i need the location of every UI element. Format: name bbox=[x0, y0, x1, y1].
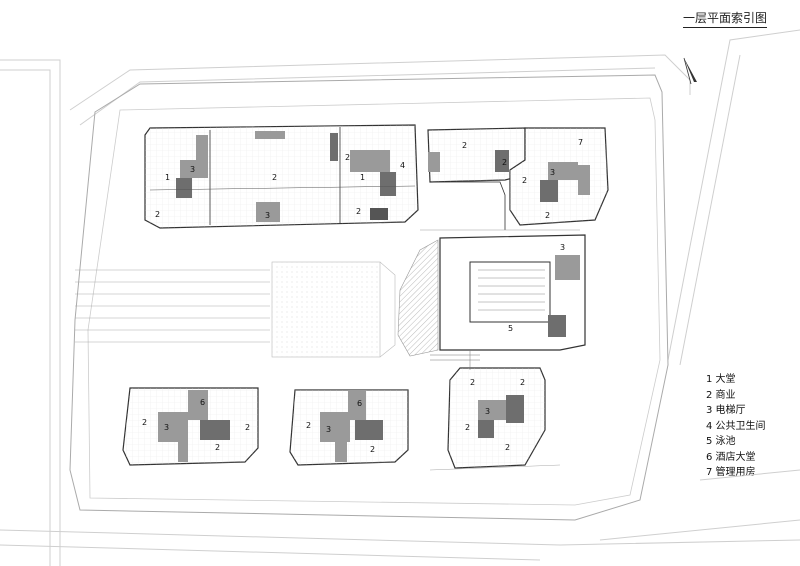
svg-text:2: 2 bbox=[470, 378, 475, 387]
legend-item-public-restroom: 4 公共卫生间 bbox=[706, 420, 766, 432]
svg-text:3: 3 bbox=[485, 407, 490, 416]
site-context bbox=[0, 29, 800, 566]
landscape-plaza bbox=[271, 261, 381, 358]
block-north-east: 7 2 3 2 bbox=[509, 127, 609, 226]
svg-text:3: 3 bbox=[560, 243, 565, 252]
svg-text:2: 2 bbox=[356, 207, 361, 216]
svg-text:2: 2 bbox=[520, 378, 525, 387]
block-north-middle: 2 2 bbox=[427, 127, 526, 183]
plaza-canopy bbox=[397, 239, 439, 357]
svg-text:2: 2 bbox=[370, 445, 375, 454]
svg-text:2: 2 bbox=[465, 423, 470, 432]
legend-item-elevator-hall: 3 电梯厅 bbox=[706, 405, 746, 416]
svg-text:2: 2 bbox=[545, 211, 550, 220]
svg-text:1: 1 bbox=[165, 173, 170, 182]
legend-item-management: 7 管理用房 bbox=[706, 467, 756, 478]
svg-text:6: 6 bbox=[357, 399, 362, 408]
legend: 1 大堂 2 商业 3 电梯厅 4 公共卫生间 5 泳池 6 酒店大堂 7 管理… bbox=[706, 372, 766, 481]
svg-text:3: 3 bbox=[326, 425, 331, 434]
svg-text:2: 2 bbox=[142, 418, 147, 427]
svg-text:3: 3 bbox=[164, 423, 169, 432]
legend-item-pool: 5 泳池 bbox=[706, 436, 736, 447]
parking-ramp bbox=[75, 269, 270, 343]
svg-text:2: 2 bbox=[245, 423, 250, 432]
svg-text:7: 7 bbox=[578, 138, 583, 147]
block-north-west: 1 2 3 2 3 2 1 2 4 bbox=[144, 124, 419, 229]
legend-item-commercial: 2 商业 bbox=[706, 389, 736, 401]
block-south-east: 2 2 3 2 2 bbox=[447, 367, 546, 469]
block-south-west: 2 6 3 2 2 bbox=[122, 387, 259, 466]
svg-text:2: 2 bbox=[272, 173, 277, 182]
plan-title: 一层平面索引图 bbox=[683, 10, 768, 28]
svg-text:5: 5 bbox=[508, 324, 513, 333]
svg-text:1: 1 bbox=[360, 173, 365, 182]
legend-item-hotel-lobby: 6 酒店大堂 bbox=[706, 451, 756, 463]
svg-text:4: 4 bbox=[400, 161, 405, 170]
svg-text:2: 2 bbox=[502, 158, 507, 167]
site-boundary bbox=[69, 74, 669, 521]
svg-text:2: 2 bbox=[345, 153, 350, 162]
svg-text:2: 2 bbox=[462, 141, 467, 150]
svg-text:3: 3 bbox=[265, 211, 270, 220]
legend-item-lobby: 1 大堂 bbox=[706, 374, 736, 385]
svg-text:2: 2 bbox=[155, 210, 160, 219]
svg-text:2: 2 bbox=[215, 443, 220, 452]
svg-text:3: 3 bbox=[550, 168, 555, 177]
pool-building: 3 5 bbox=[439, 234, 586, 351]
svg-text:3: 3 bbox=[190, 165, 195, 174]
north-arrow-icon bbox=[683, 57, 697, 85]
svg-text:2: 2 bbox=[505, 443, 510, 452]
svg-text:2: 2 bbox=[522, 176, 527, 185]
svg-text:2: 2 bbox=[306, 421, 311, 430]
block-south-middle: 2 6 3 2 bbox=[289, 389, 409, 466]
svg-text:6: 6 bbox=[200, 398, 205, 407]
